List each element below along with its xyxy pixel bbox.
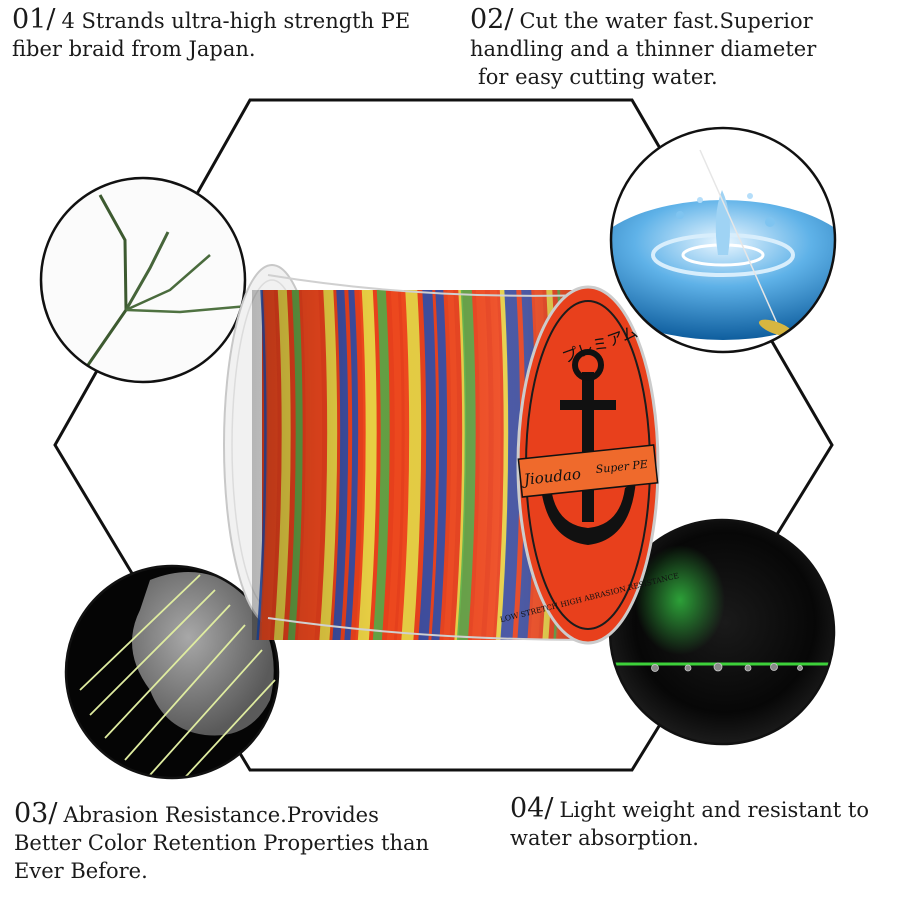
feature-02-number: 02/ bbox=[470, 4, 514, 35]
water-circle-border bbox=[609, 126, 837, 354]
feature-03-text: Abrasion Resistance.Provides Better Colo… bbox=[14, 803, 430, 883]
product-name: Super PE bbox=[595, 458, 648, 476]
strands-photo bbox=[41, 178, 245, 382]
strands-circle-border bbox=[39, 176, 247, 384]
rock-circle-border bbox=[64, 564, 280, 780]
feature-02: 02/Cut the water fast.Superior handling … bbox=[470, 6, 890, 91]
feature-02-text-cont: for easy cutting water. bbox=[478, 65, 718, 89]
water-splash-photo bbox=[611, 128, 835, 352]
hexagon-frame bbox=[53, 98, 834, 772]
feature-04-number: 04/ bbox=[510, 793, 554, 824]
feature-03-number: 03/ bbox=[14, 798, 58, 829]
rock-abrasion-photo bbox=[66, 566, 278, 778]
feature-01-text: 4 Strands ultra-high strength PE fiber b… bbox=[12, 9, 411, 61]
feature-04: 04/Light weight and resistant to water a… bbox=[510, 795, 895, 852]
feature-01: 01/4 Strands ultra-high strength PE fibe… bbox=[12, 6, 442, 63]
line-spool: Jioudao Super PE プレミアム LOW STRETCH HIGH … bbox=[223, 264, 680, 645]
feature-01-number: 01/ bbox=[12, 4, 56, 35]
feature-02-text: Cut the water fast.Superior handling and… bbox=[470, 9, 817, 61]
feature-03: 03/Abrasion Resistance.Provides Better C… bbox=[14, 800, 444, 885]
feature-04-text: Light weight and resistant to water abso… bbox=[510, 798, 869, 850]
